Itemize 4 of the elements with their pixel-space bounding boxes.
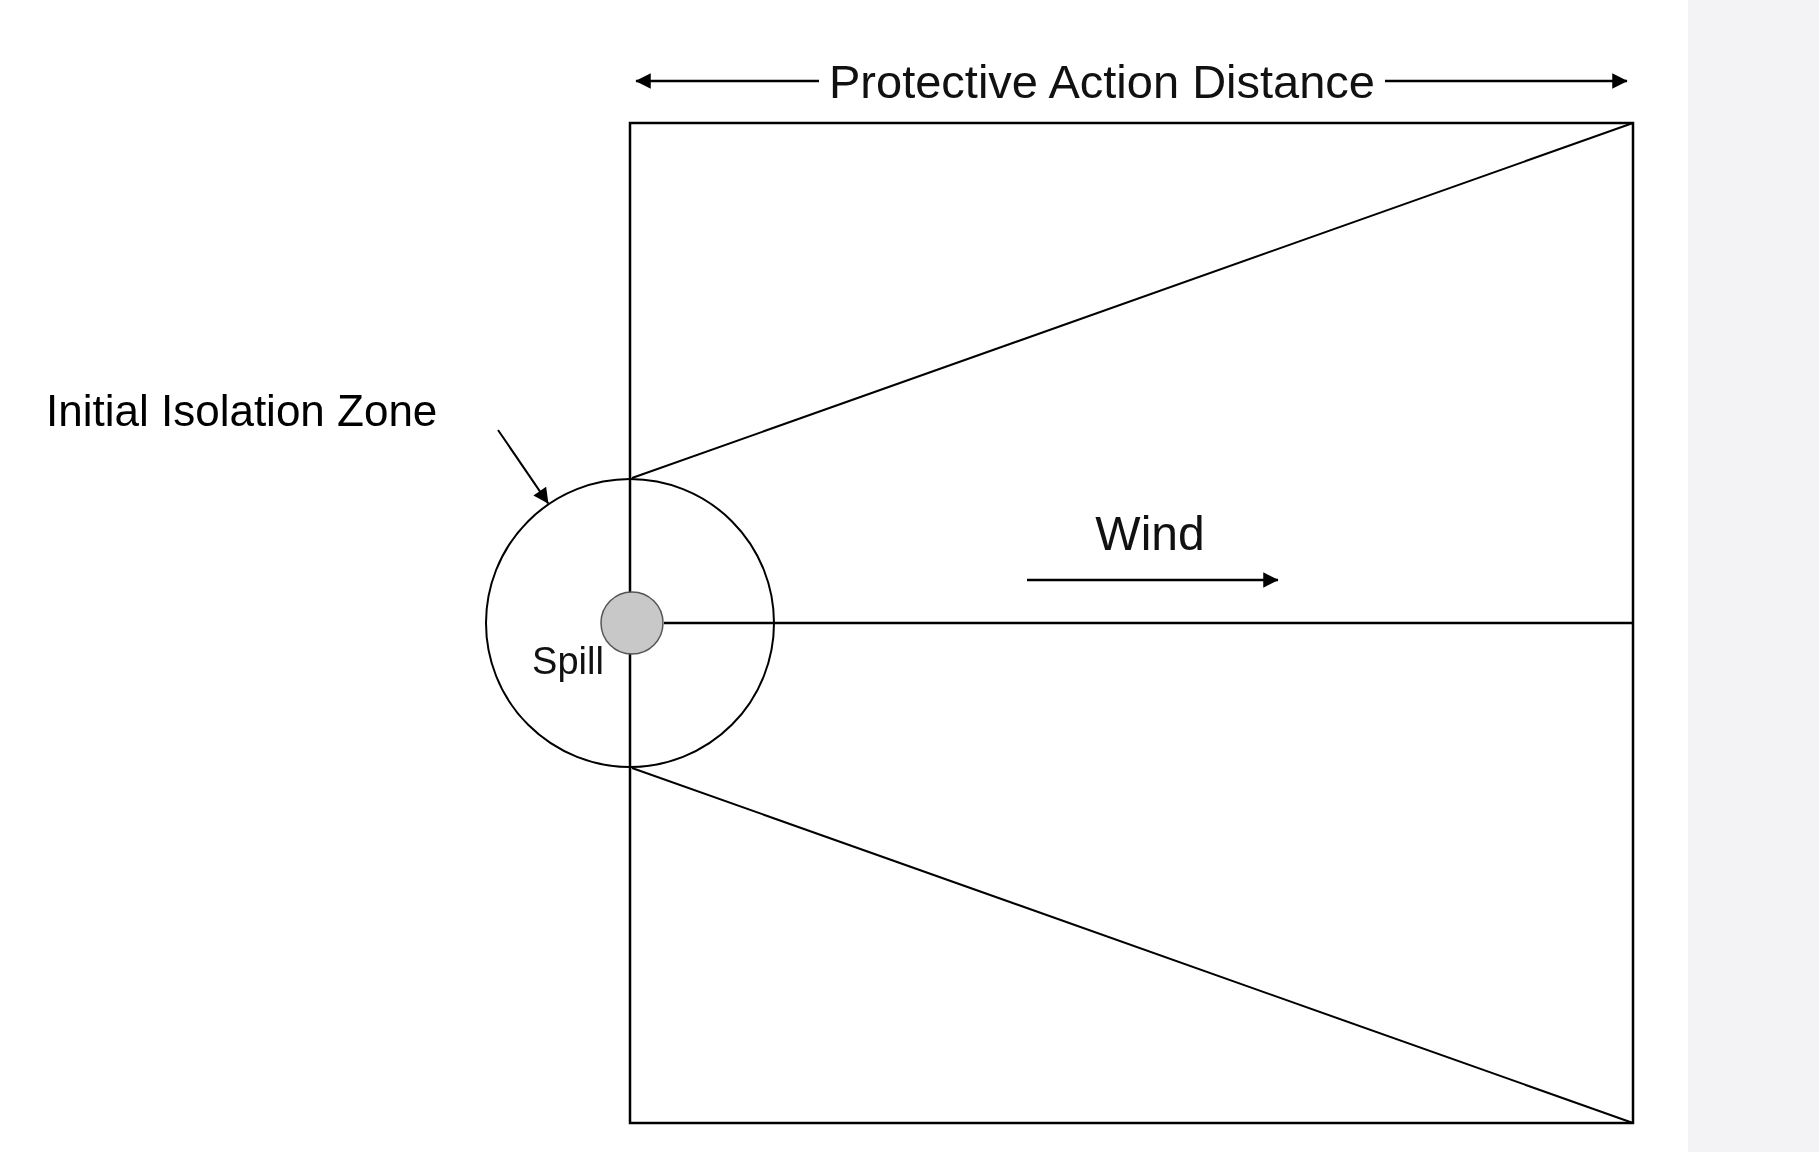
wind-label: Wind <box>1095 510 1205 558</box>
zone-label: Initial Isolation Zone <box>46 386 524 436</box>
leader-line <box>497 429 550 505</box>
spill-label: Spill <box>532 642 604 680</box>
